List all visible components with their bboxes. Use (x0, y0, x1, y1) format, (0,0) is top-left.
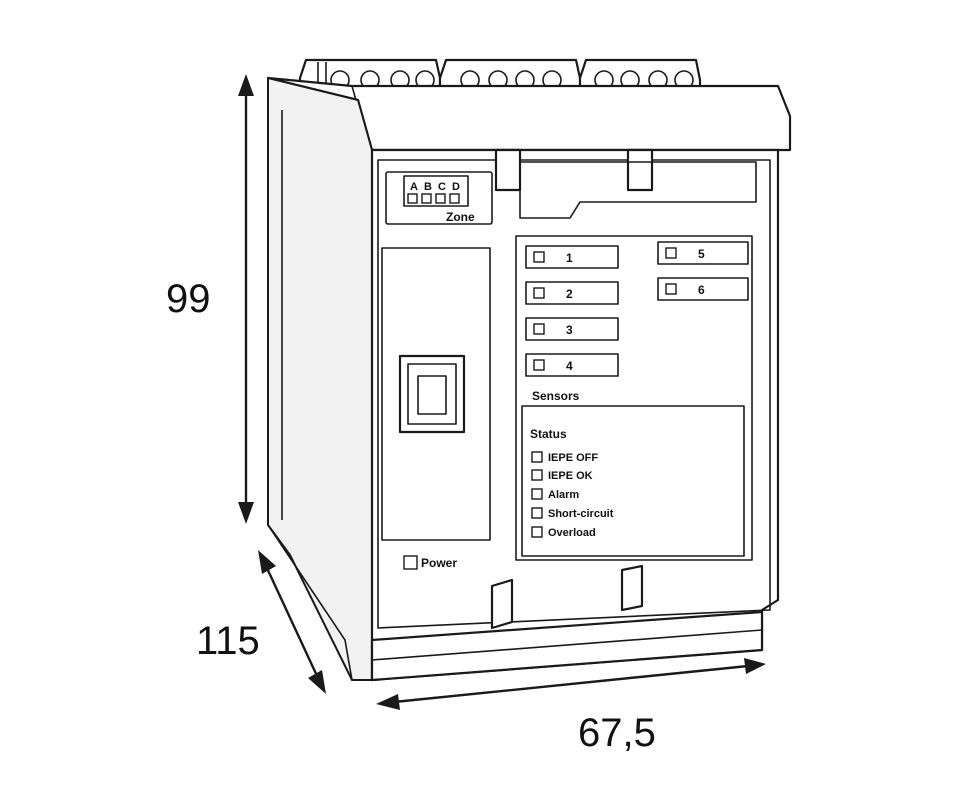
dimension-height: 99 (166, 74, 254, 524)
status-panel (521, 405, 745, 557)
sensors-title: Sensors (532, 389, 580, 403)
svg-text:Overload: Overload (548, 527, 596, 539)
zone-switch-b[interactable] (421, 193, 432, 204)
dimension-width-label: 67,5 (578, 711, 656, 755)
power-label: Power (421, 556, 457, 570)
svg-text:4: 4 (566, 359, 573, 373)
usb-panel (381, 247, 491, 541)
base-rail (370, 610, 764, 682)
dimension-height-label: 99 (166, 277, 211, 321)
sensor-channel-1: 1 (525, 245, 619, 269)
zone-switch-c[interactable] (435, 193, 446, 204)
status-item-alarm: Alarm (531, 488, 579, 501)
svg-text:2: 2 (566, 287, 573, 301)
svg-text:1: 1 (566, 251, 573, 265)
sensor-channel-6: 6 (657, 277, 749, 301)
dimension-depth-label: 115 (196, 619, 260, 663)
sensor-channel-2: 2 (525, 281, 619, 305)
dimension-width: 67,5 (376, 658, 766, 755)
zone-letter-b: B (424, 181, 432, 193)
sensor-channel-3: 3 (525, 317, 619, 341)
zone-switch-d[interactable] (449, 193, 460, 204)
power-indicator: Power (403, 555, 457, 570)
svg-text:5: 5 (698, 247, 705, 261)
bottom-clip-right (620, 564, 644, 612)
housing-side (267, 77, 373, 681)
usb-port-icon[interactable] (398, 354, 466, 434)
zone-letter-c: C (438, 181, 446, 193)
zone-label: Zone (446, 210, 475, 224)
zone-switch-a[interactable] (407, 193, 418, 204)
sensor-channel-5: 5 (657, 241, 749, 265)
zone-letter-a: A (410, 181, 418, 193)
status-title: Status (530, 427, 567, 441)
dimension-depth: 115 (196, 550, 326, 694)
svg-text:Alarm: Alarm (548, 489, 579, 501)
status-item-iepe-ok: IEPE OK (531, 469, 593, 482)
status-item-short-circuit: Short-circuit (531, 507, 614, 520)
zone-letter-d: D (452, 181, 460, 193)
bottom-clip-left (490, 578, 514, 630)
svg-text:6: 6 (698, 283, 705, 297)
zone-switch: A B C D Zone (385, 171, 493, 225)
svg-text:IEPE OK: IEPE OK (548, 470, 593, 482)
status-item-overload: Overload (531, 526, 596, 539)
svg-text:Short-circuit: Short-circuit (548, 508, 614, 520)
sensor-channel-4: 4 (525, 353, 619, 377)
sensors-panel (515, 235, 753, 561)
svg-text:3: 3 (566, 323, 573, 337)
power-led (403, 555, 418, 570)
svg-text:IEPE OFF: IEPE OFF (548, 452, 598, 464)
status-item-iepe-off: IEPE OFF (531, 451, 598, 464)
